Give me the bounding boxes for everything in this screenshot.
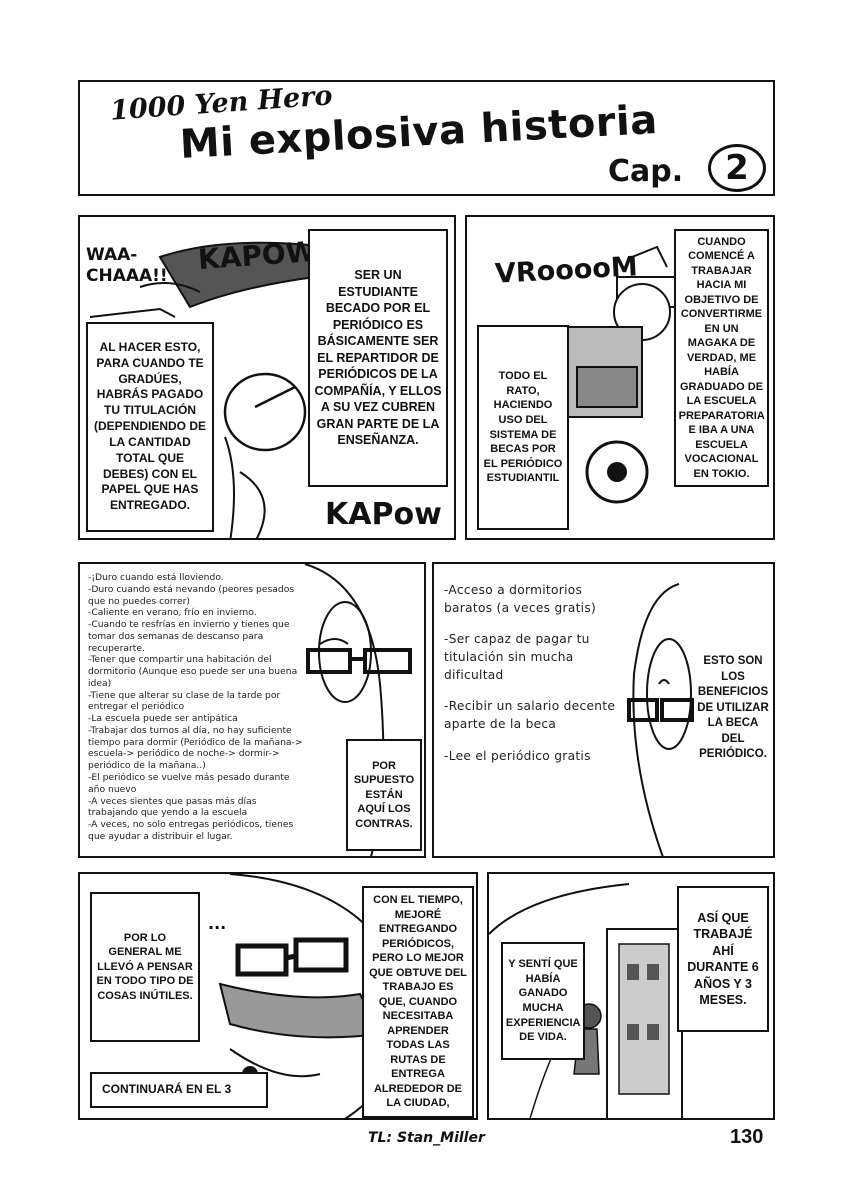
page-number: 130	[730, 1126, 764, 1148]
title-panel: 1000 Yen Hero Mi explosiva historia Cap.…	[78, 80, 775, 196]
chapter-label: Cap.	[608, 154, 684, 189]
cons-item: -La escuela puede ser antipática	[88, 713, 238, 725]
panel-1-art	[89, 241, 317, 538]
narration-box-right: Ser un estudiante becado por el periódic…	[308, 229, 448, 487]
narration-box-right: Cuando comencé a trabajar hacia mi objet…	[674, 229, 769, 487]
sfx-waachaaa: WAA- CHAAA!!	[86, 245, 168, 287]
cons-item: -Duro cuando está nevando (peores pesado…	[88, 583, 295, 607]
cons-item: -Tener que compartir una habitación del …	[88, 654, 298, 689]
panel-5-art	[218, 874, 405, 1118]
cons-item: -Cuando te resfrías en invierno y tienes…	[88, 619, 290, 654]
panel-3: -¡Duro cuando está lloviendo. -Duro cuan…	[78, 562, 426, 858]
cons-item: -Caliente en verano, frío en invierno.	[88, 607, 257, 619]
cons-item: -Tiene que alterar su clase de la tarde …	[88, 689, 281, 713]
narration-text: Esto son los beneficios de utilizar la b…	[697, 655, 769, 761]
narration-box-left: Al hacer esto, para cuando te gradúes, h…	[86, 322, 214, 532]
narration-box-right: Así que trabajé ahí durante 6 años y 3 m…	[677, 886, 769, 1032]
cons-list: -¡Duro cuando está lloviendo. -Duro cuan…	[88, 572, 306, 843]
panel-4: -Acceso a dormitorios baratos (a veces g…	[432, 562, 775, 858]
cons-item: -¡Duro cuando está lloviendo.	[88, 572, 224, 583]
cons-item: -A veces, no solo entregas periódicos, t…	[88, 819, 294, 842]
translator-credit: TL: Stan_Miller	[368, 1130, 485, 1146]
pros-item: -Recibir un salario decente aparte de la…	[444, 699, 616, 732]
panel-2: VRooooM Todo el rato, haciendo uso del s…	[465, 215, 775, 540]
pros-item: -Lee el periódico gratis	[444, 748, 591, 763]
pros-item: -Acceso a dormitorios baratos (a veces g…	[444, 583, 597, 615]
panel-5: ... Por lo general me llevó a pensar en …	[78, 872, 478, 1120]
narration-box-right: Con el tiempo, mejoré entregando periódi…	[362, 886, 474, 1118]
cons-item: -El periódico se vuelve más pesado duran…	[88, 772, 290, 795]
chapter-number: 2	[708, 144, 766, 192]
panel-1: WAA- CHAAA!! KAPOW KAPow Al hacer esto, …	[78, 215, 456, 540]
pros-item: -Ser capaz de pagar tu titulación sin mu…	[444, 632, 590, 682]
ellipsis-dots: ...	[208, 914, 227, 933]
narration-box-left: Y sentí que había ganado mucha experienc…	[501, 942, 585, 1060]
narration-box-left: Todo el rato, haciendo uso del sistema d…	[477, 325, 569, 530]
pros-list: -Acceso a dormitorios baratos (a veces g…	[444, 582, 634, 766]
panel-6: Y sentí que había ganado mucha experienc…	[487, 872, 775, 1120]
cons-item: -Trabajar dos turnos al día, no hay sufi…	[88, 724, 303, 772]
continue-label: Continuará en el 3	[90, 1072, 268, 1108]
panel-4-art	[627, 583, 694, 856]
sfx-kapow-bottom: KAPow	[325, 497, 442, 532]
cons-item: -A veces sientes que pasas más días trab…	[88, 795, 257, 819]
narration-box-left: Por lo general me llevó a pensar en todo…	[90, 892, 200, 1042]
